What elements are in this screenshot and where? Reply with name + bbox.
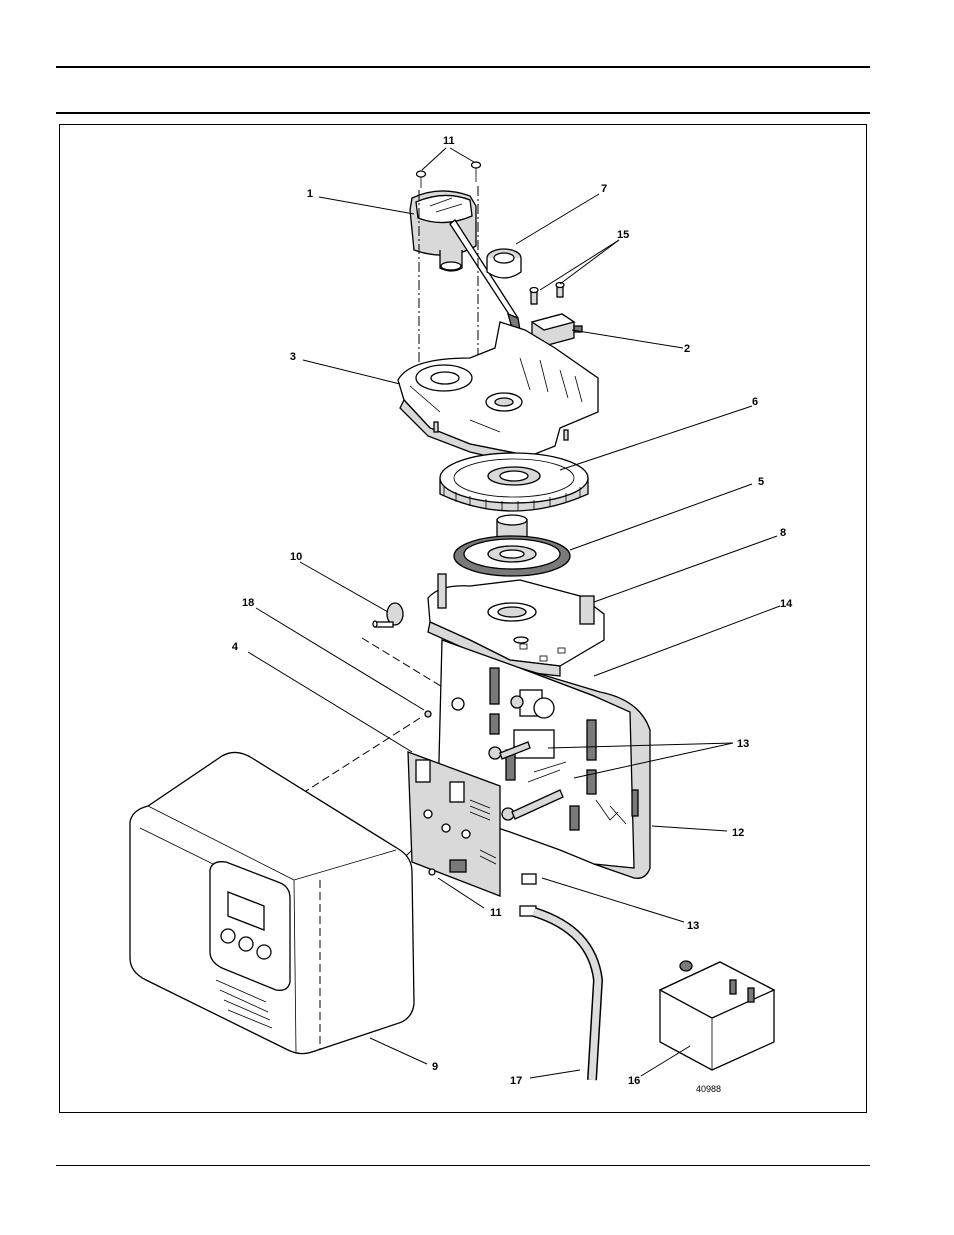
motor-mounting-plate-part	[398, 322, 598, 466]
cam-part	[487, 249, 521, 278]
callout-16: 16	[628, 1075, 640, 1087]
callout-11-bottom: 11	[490, 907, 502, 919]
callout-12: 12	[732, 827, 744, 839]
sensor-cable-part	[520, 874, 680, 1080]
callout-11-top: 11	[443, 135, 455, 147]
callout-13-upper: 13	[737, 738, 749, 750]
callout-1: 1	[307, 188, 313, 200]
callout-17: 17	[510, 1075, 522, 1087]
callout-18: 18	[242, 597, 254, 609]
callout-7: 7	[601, 183, 607, 195]
figure-number: 40988	[696, 1084, 721, 1094]
callout-5: 5	[758, 476, 764, 488]
callout-2: 2	[684, 343, 690, 355]
main-gear-part	[440, 453, 588, 511]
callout-15: 15	[617, 229, 629, 241]
callout-10: 10	[290, 551, 302, 563]
callout-8: 8	[780, 527, 786, 539]
callout-6: 6	[752, 396, 758, 408]
shaft-gear-part	[454, 515, 570, 576]
callout-14: 14	[780, 598, 793, 610]
callout-13-lower: 13	[687, 920, 699, 932]
callout-3: 3	[290, 351, 296, 363]
cover-part	[130, 752, 414, 1053]
callout-4: 4	[232, 641, 239, 653]
callout-9: 9	[432, 1061, 438, 1073]
